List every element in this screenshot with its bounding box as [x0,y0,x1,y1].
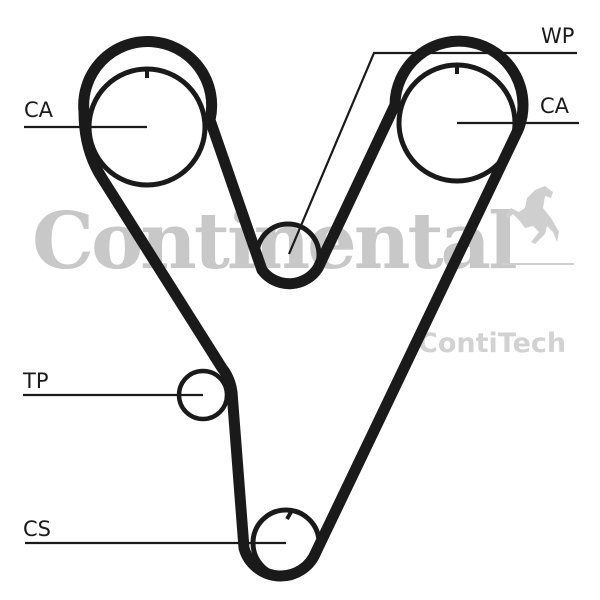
label-tp: TP [22,369,49,393]
timing-mark-crank [285,511,293,520]
label-ca-right: CA [540,94,570,118]
leader-wp [287,51,577,255]
watermark: Continental ContiTech [32,186,574,359]
continental-watermark-text: Continental [32,196,516,287]
timing-belt [78,35,529,582]
water-pump-pulley [254,221,322,289]
label-ca-left: CA [24,98,54,122]
contitech-watermark-text: ContiTech [418,328,566,359]
label-cs: CS [23,517,51,541]
rearing-horse-icon [502,186,574,265]
label-wp: WP [541,24,574,48]
